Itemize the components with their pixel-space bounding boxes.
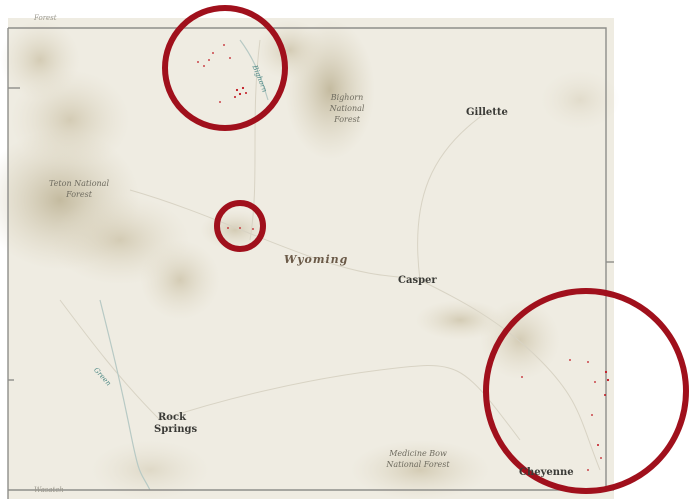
map-label-rock-springs: Rock Springs (154, 412, 198, 435)
highlight-circles (162, 5, 689, 494)
map-label-cheyenne: Cheyenne (519, 467, 574, 478)
map-label-state: Wyoming (284, 253, 349, 266)
map-label-forest-top: Forest (34, 14, 57, 22)
state-borders (7, 27, 614, 499)
highlight-circle-central (214, 200, 266, 252)
map-label-casper: Casper (398, 275, 437, 286)
terrain-shading (0, 20, 620, 499)
map-label-wasatch: Wasatch (34, 486, 64, 494)
roads (59, 39, 601, 471)
map-label-teton-forest: Teton National Forest (48, 179, 109, 199)
highlight-circle-southeast (483, 288, 689, 494)
map-label-bighorn-forest: Bighorn National Forest (329, 93, 365, 124)
map-label-gillette: Gillette (466, 107, 508, 118)
rivers (99, 39, 269, 491)
highlight-circle-north (162, 5, 288, 131)
map-label-medicine-bow-forest: Medicine Bow National Forest (386, 449, 450, 469)
data-points (197, 44, 610, 471)
